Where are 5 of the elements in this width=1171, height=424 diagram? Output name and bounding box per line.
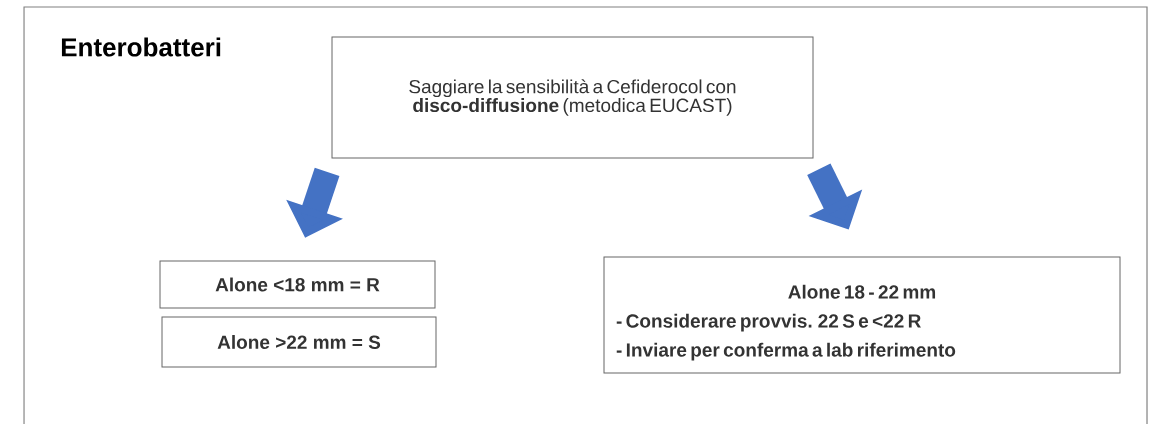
process-box: Saggiare la sensibilità a Cefiderocol con disco-diffusione (metodica EUCAST) bbox=[331, 36, 814, 159]
title: Enterobatteri bbox=[61, 37, 221, 57]
result-box: Alone 18 - 22 mm - Considerare provvis. 22 S e <22 R - Inviare per conferma a lab riferimento bbox=[603, 256, 1121, 374]
result-box: Alone >22 mm = S bbox=[161, 316, 437, 368]
result-box: Alone <18 mm = R bbox=[159, 260, 436, 309]
